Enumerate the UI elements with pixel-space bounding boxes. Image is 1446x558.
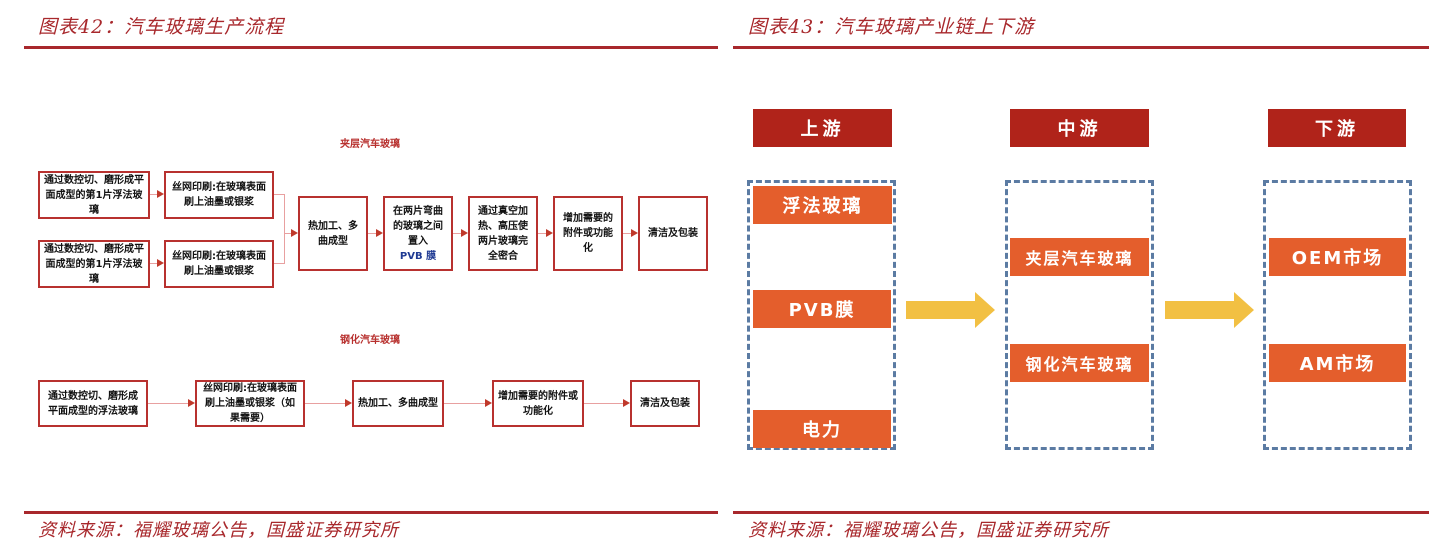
tempered-printing-step: 丝网印刷:在玻璃表面刷上油墨或银浆（如果需要） xyxy=(195,380,305,427)
laminated-row1-cutting-step: 通过数控切、磨形成平面成型的第1片浮法玻璃 xyxy=(38,171,150,219)
connector-line xyxy=(623,233,631,234)
figure-43-title: 图表43：汽车玻璃产业链上下游 xyxy=(748,16,1035,38)
upstream-header: 上游 xyxy=(753,109,892,147)
arrowhead-icon xyxy=(485,399,492,407)
arrowhead-icon xyxy=(345,399,352,407)
midstream-group xyxy=(1005,180,1154,450)
figure-43-source: 资料来源：福耀玻璃公告，国盛证券研究所 xyxy=(748,520,1109,541)
connector-line xyxy=(305,403,345,404)
connector-line xyxy=(453,233,461,234)
upstream-item-pvb-film: PVB膜 xyxy=(753,290,891,328)
laminated-packaging-step: 清洁及包装 xyxy=(638,196,708,271)
connector-line xyxy=(274,194,284,195)
midstream-header: 中游 xyxy=(1010,109,1149,147)
title-rule xyxy=(733,46,1429,49)
connector-line xyxy=(368,233,376,234)
tempered-packaging-step: 清洁及包装 xyxy=(630,380,700,427)
laminated-accessory-step: 增加需要的附件或功能化 xyxy=(553,196,623,271)
tempered-bending-step: 热加工、多曲成型 xyxy=(352,380,444,427)
figure-42-source: 资料来源：福耀玻璃公告，国盛证券研究所 xyxy=(38,520,399,541)
laminated-row1-printing-step: 丝网印刷:在玻璃表面刷上油墨或银浆 xyxy=(164,171,274,219)
connector-line xyxy=(444,403,485,404)
pvb-label: PVB 膜 xyxy=(399,250,437,262)
downstream-item-oem-market: OEM市场 xyxy=(1269,238,1406,276)
connector-line xyxy=(150,263,158,264)
connector-line xyxy=(148,403,188,404)
tempered-glass-title: 钢化汽车玻璃 xyxy=(340,335,400,346)
laminated-row2-cutting-step: 通过数控切、磨形成平面成型的第1片浮法玻璃 xyxy=(38,240,150,288)
source-rule xyxy=(24,511,718,514)
connector-line xyxy=(584,403,623,404)
downstream-group xyxy=(1263,180,1412,450)
laminated-bending-step: 热加工、多曲成型 xyxy=(298,196,368,271)
arrowhead-icon xyxy=(546,229,553,237)
arrowhead-icon xyxy=(631,229,638,237)
laminated-vacuum-step: 通过真空加热、高压使两片玻璃完全密合 xyxy=(468,196,538,271)
laminated-pvb-step: 在两片弯曲的玻璃之间置入 PVB 膜 xyxy=(383,196,453,271)
arrowhead-icon xyxy=(461,229,468,237)
midstream-item-laminated-glass: 夹层汽车玻璃 xyxy=(1010,238,1149,276)
upstream-group xyxy=(747,180,896,450)
midstream-item-tempered-glass: 钢化汽车玻璃 xyxy=(1010,344,1149,382)
upstream-item-float-glass: 浮法玻璃 xyxy=(753,186,892,224)
arrowhead-icon xyxy=(623,399,630,407)
laminated-row2-printing-step: 丝网印刷:在玻璃表面刷上油墨或银浆 xyxy=(164,240,274,288)
title-rule xyxy=(24,46,718,49)
source-rule xyxy=(733,511,1429,514)
upstream-item-power: 电力 xyxy=(753,410,891,448)
connector-line xyxy=(284,233,292,234)
arrowhead-icon xyxy=(376,229,383,237)
arrowhead-icon xyxy=(157,190,164,198)
downstream-header: 下游 xyxy=(1268,109,1406,147)
connector-line xyxy=(274,263,284,264)
connector-line xyxy=(538,233,546,234)
upstream-to-midstream-arrow-icon xyxy=(906,292,995,328)
arrowhead-icon xyxy=(157,259,164,267)
figure-42-title: 图表42：汽车玻璃生产流程 xyxy=(38,16,285,38)
tempered-cutting-step: 通过数控切、磨形成平面成型的浮法玻璃 xyxy=(38,380,148,427)
arrowhead-icon xyxy=(291,229,298,237)
tempered-accessory-step: 增加需要的附件或功能化 xyxy=(492,380,584,427)
pvb-step-text: 在两片弯曲的玻璃之间置入 xyxy=(393,205,443,247)
midstream-to-downstream-arrow-icon xyxy=(1165,292,1254,328)
arrowhead-icon xyxy=(188,399,195,407)
laminated-glass-title: 夹层汽车玻璃 xyxy=(340,139,400,150)
downstream-item-am-market: AM市场 xyxy=(1269,344,1406,382)
connector-line xyxy=(150,194,158,195)
connector-line xyxy=(284,194,285,264)
